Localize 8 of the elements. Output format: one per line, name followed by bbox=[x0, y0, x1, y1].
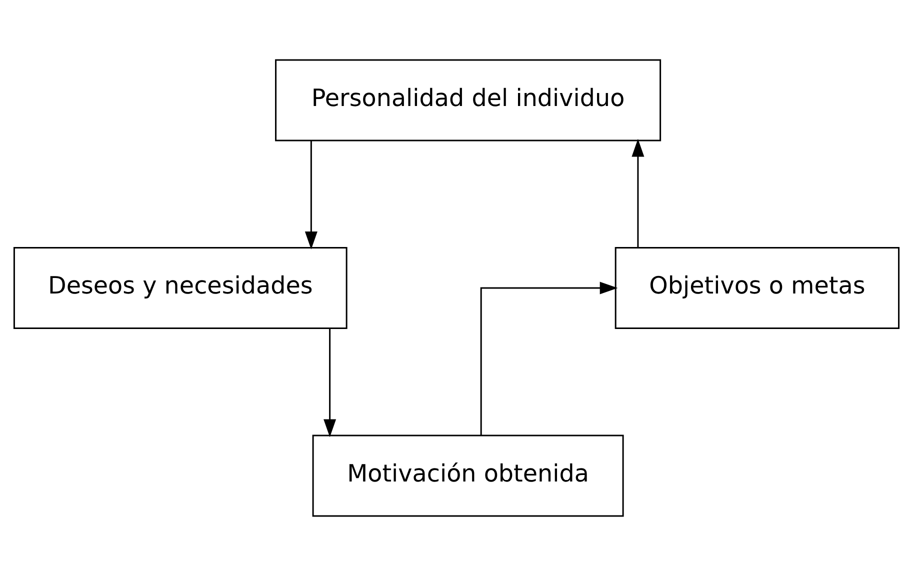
node-box: Objetivos o metas bbox=[614, 246, 900, 328]
node-box: Motivación obtenida bbox=[312, 434, 624, 516]
arrow bbox=[304, 140, 318, 249]
node-box: Personalidad del individuo bbox=[275, 58, 662, 141]
arrow bbox=[480, 281, 618, 435]
arrow bbox=[324, 328, 336, 437]
node-box: Deseos y necesidades bbox=[13, 246, 348, 328]
arrow bbox=[632, 138, 644, 248]
